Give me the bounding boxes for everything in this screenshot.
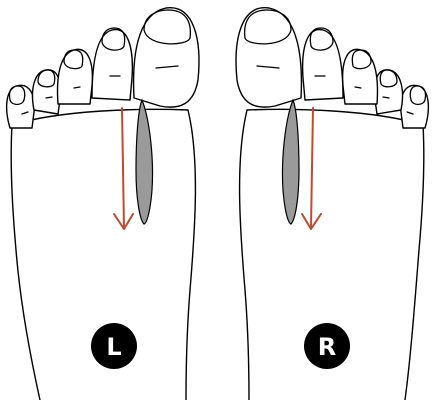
- right-badge: R: [304, 323, 350, 369]
- left-badge-label: L: [106, 333, 121, 361]
- right-badge-label: R: [318, 333, 336, 361]
- left-badge: L: [91, 323, 137, 369]
- left-foot: L: [7, 8, 199, 400]
